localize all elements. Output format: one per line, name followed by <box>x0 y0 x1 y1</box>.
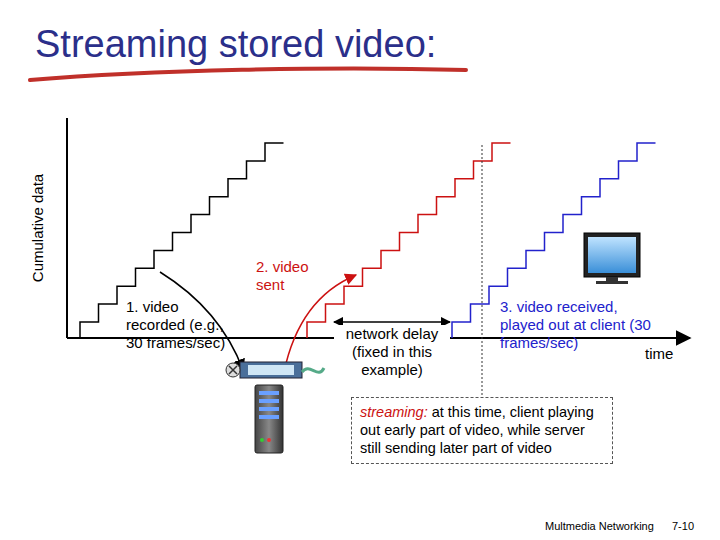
axis-label: Cumulative data <box>29 174 47 282</box>
slide-title: Streaming stored video: <box>35 22 436 68</box>
monitor-icon <box>584 233 640 284</box>
page-number: 7-10 <box>672 520 694 533</box>
y-axis <box>66 118 68 338</box>
title-underline <box>30 68 466 80</box>
time-marker <box>482 145 483 395</box>
footer-text: Multmedia Networking <box>545 520 654 533</box>
axis-label: time <box>645 345 673 363</box>
sent-stairs <box>307 143 511 338</box>
step-label: 1. video recorded (e.g., 30 frames/sec) <box>126 298 234 352</box>
delay-arrow <box>334 321 450 323</box>
recorded-stairs <box>80 143 284 338</box>
server-icon <box>255 385 283 453</box>
delay-label: network delay (fixed in this example) <box>334 325 450 379</box>
step-label: 3. video received, played out at client … <box>500 298 662 352</box>
step-label: 2. video sent <box>256 258 320 294</box>
note-heading: streaming: <box>360 404 428 420</box>
film-strip <box>226 362 324 378</box>
note-box: streaming:at this time, client playing o… <box>351 397 613 464</box>
